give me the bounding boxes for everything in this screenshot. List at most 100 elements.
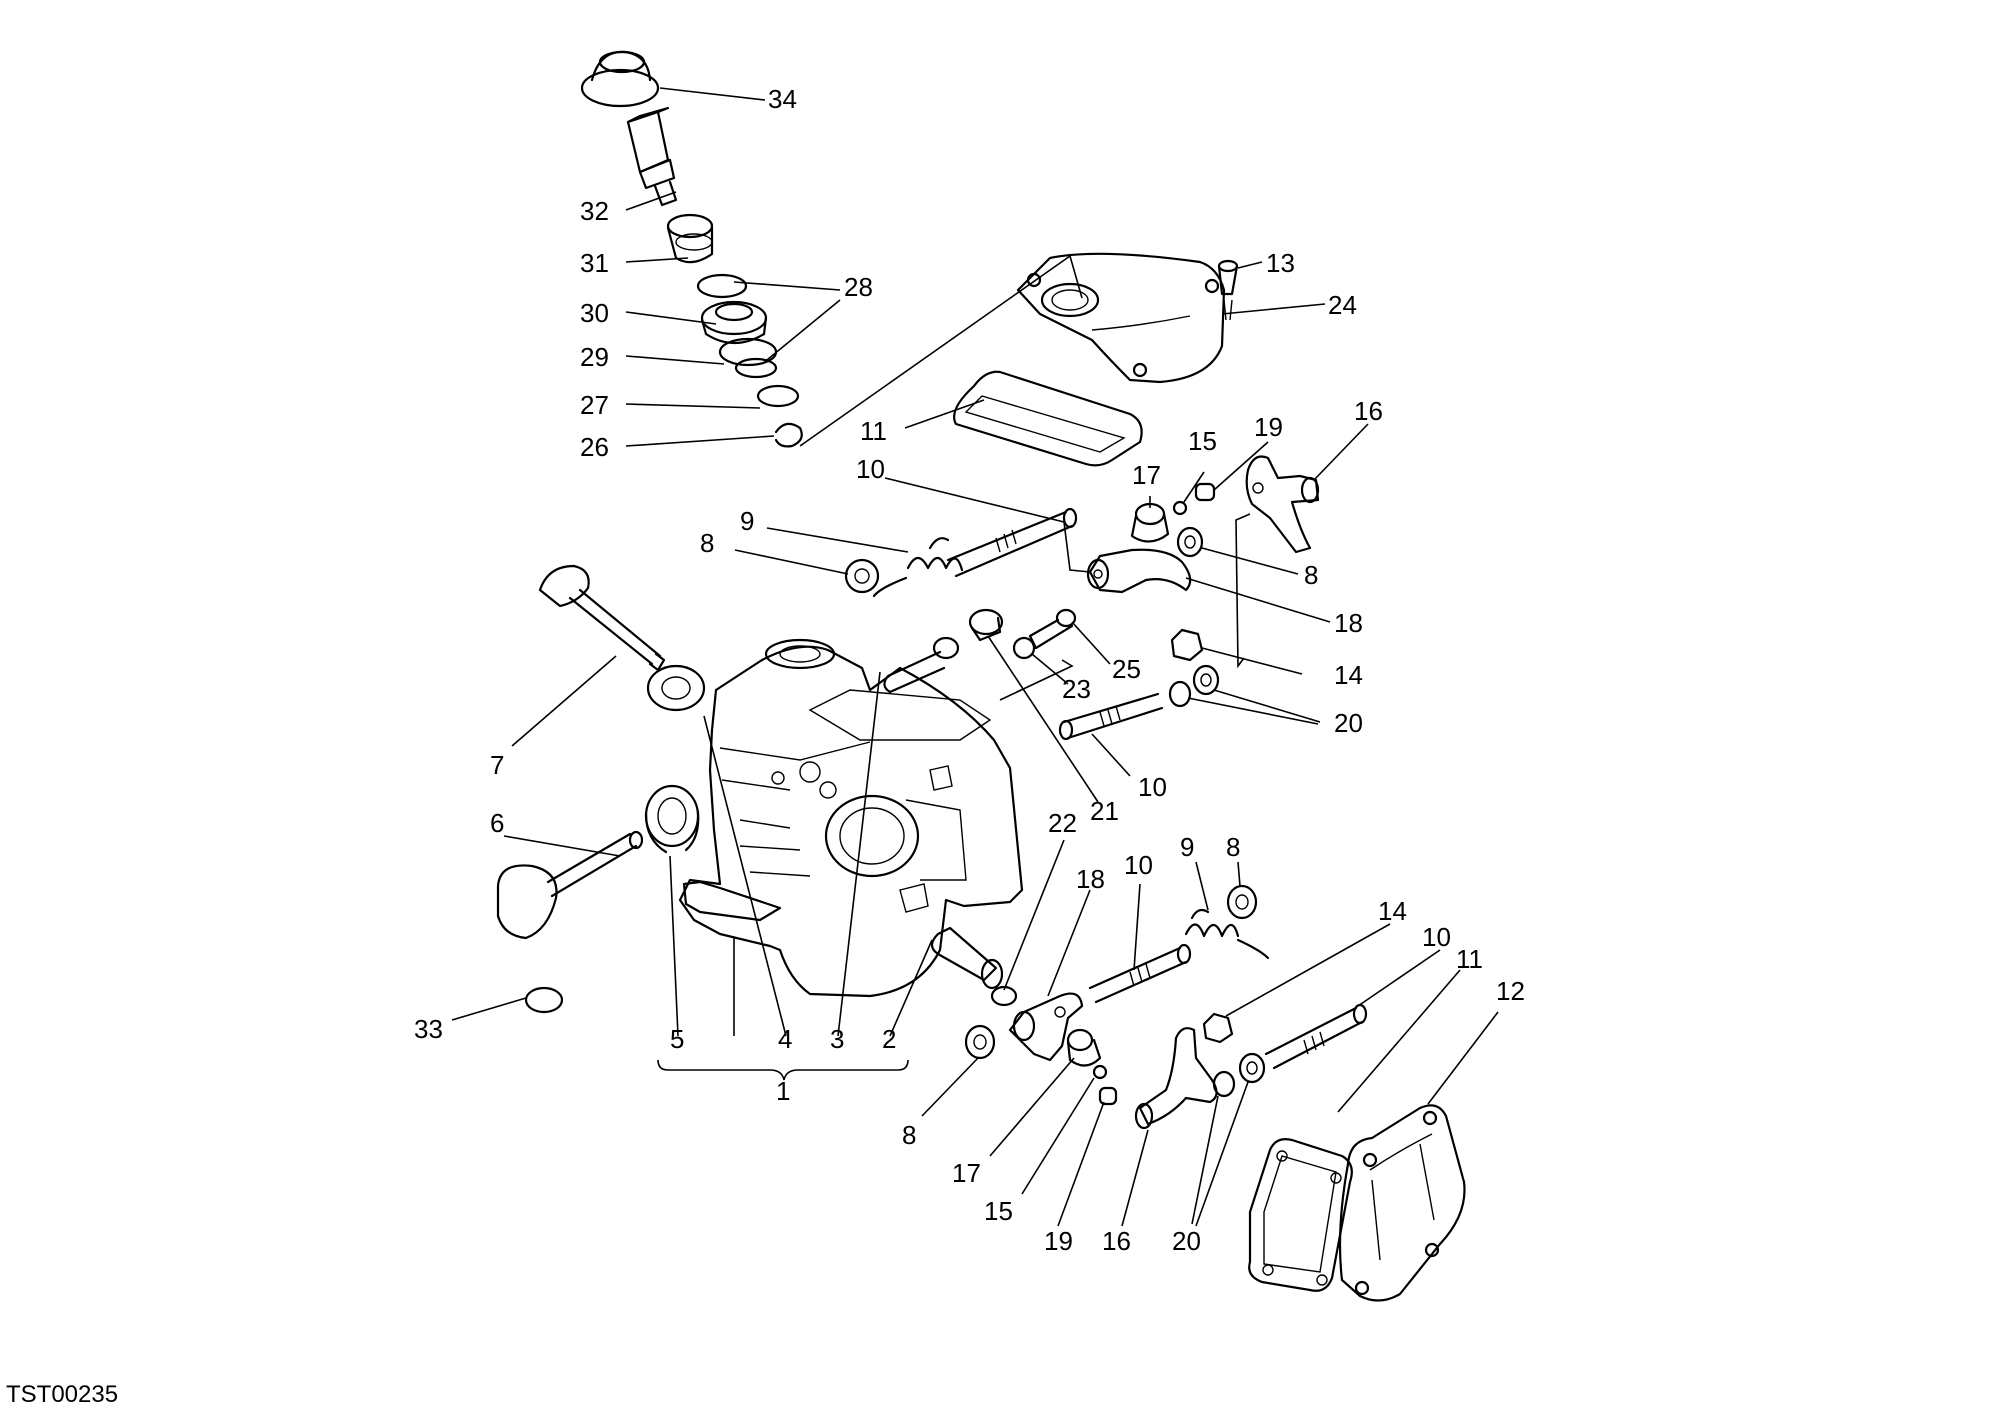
callout-33: 33 bbox=[414, 1014, 443, 1044]
callout-2: 2 bbox=[882, 1024, 896, 1054]
callout-9-lower: 9 bbox=[1180, 832, 1194, 862]
callout-30: 30 bbox=[580, 298, 609, 328]
part-9-spring-upper bbox=[872, 537, 964, 598]
callout-16-lower: 16 bbox=[1102, 1226, 1131, 1256]
part-16-rocker-upper bbox=[1245, 455, 1320, 554]
part-28-oring-lower bbox=[734, 357, 778, 379]
part-26-clip bbox=[774, 422, 803, 448]
callout-8-upper-right: 8 bbox=[1304, 560, 1318, 590]
callout-17-lower: 17 bbox=[952, 1158, 981, 1188]
part-34-cap bbox=[580, 50, 660, 108]
callout-8-upper-left: 8 bbox=[700, 528, 714, 558]
callout-18-lower: 18 bbox=[1076, 864, 1105, 894]
part-drawings bbox=[496, 50, 1466, 1302]
callout-27: 27 bbox=[580, 390, 609, 420]
callout-34: 34 bbox=[768, 84, 797, 114]
callout-16-upper: 16 bbox=[1354, 396, 1383, 426]
callout-22: 22 bbox=[1048, 808, 1077, 838]
callout-32: 32 bbox=[580, 196, 609, 226]
callout-7: 7 bbox=[490, 750, 504, 780]
callout-labels: 34 32 31 28 30 29 27 26 13 24 11 10 15 1… bbox=[414, 84, 1525, 1256]
part-20-washers-upper bbox=[1168, 664, 1220, 708]
part-19-pad-lower bbox=[1098, 1086, 1118, 1106]
part-10-shaft-upper bbox=[946, 507, 1078, 578]
callout-6: 6 bbox=[490, 808, 504, 838]
part-10-shaft-lower bbox=[1088, 943, 1192, 1004]
callout-3: 3 bbox=[830, 1024, 844, 1054]
part-18-rocker-lower bbox=[1008, 992, 1084, 1062]
callout-29: 29 bbox=[580, 342, 609, 372]
part-16-rocker-lower bbox=[1134, 1027, 1218, 1130]
part-12-lower-cover bbox=[1338, 1104, 1466, 1302]
callout-25: 25 bbox=[1112, 654, 1141, 684]
part-21-valve-guide bbox=[883, 608, 1004, 694]
part-8-washer-lower-left bbox=[964, 1024, 996, 1060]
part-17-bushing-lower bbox=[1066, 1028, 1102, 1067]
callout-10-middle: 10 bbox=[1138, 772, 1167, 802]
callout-4: 4 bbox=[778, 1024, 792, 1054]
callout-31: 31 bbox=[580, 248, 609, 278]
part-32-sensor bbox=[626, 106, 678, 207]
part-15-clip-upper bbox=[1172, 500, 1188, 516]
part-19-pad-upper bbox=[1194, 482, 1216, 502]
callout-28: 28 bbox=[844, 272, 873, 302]
part-10-shaft-lower-right bbox=[1264, 1003, 1368, 1070]
callout-17-upper: 17 bbox=[1132, 460, 1161, 490]
callout-8-lower-right: 8 bbox=[1226, 832, 1240, 862]
part-9-spring-lower bbox=[1184, 908, 1270, 960]
part-4-seal bbox=[646, 664, 706, 712]
callout-11-upper: 11 bbox=[860, 416, 887, 446]
part-18-rocker-upper bbox=[1086, 548, 1192, 594]
part-6-valve bbox=[496, 830, 644, 940]
callout-15-upper: 15 bbox=[1188, 426, 1217, 456]
part-15-clip-lower bbox=[1092, 1064, 1108, 1080]
part-30-adapter bbox=[700, 300, 768, 344]
part-24-upper-cover bbox=[1016, 252, 1226, 384]
callout-18-upper: 18 bbox=[1334, 608, 1363, 638]
callout-24: 24 bbox=[1328, 290, 1357, 320]
part-11-lower-gasket bbox=[1248, 1138, 1353, 1292]
callout-9-upper: 9 bbox=[740, 506, 754, 536]
part-8-washer-upper-left bbox=[844, 558, 880, 594]
part-10-shaft-middle bbox=[1058, 692, 1164, 741]
part-23-washer bbox=[1012, 636, 1036, 660]
part-33-plug bbox=[524, 986, 564, 1014]
callout-10-upper: 10 bbox=[856, 454, 885, 484]
part-8-washer-upper-right bbox=[1176, 526, 1204, 558]
callout-20-lower: 20 bbox=[1172, 1226, 1201, 1256]
part-31-fitting bbox=[666, 213, 714, 264]
callout-19-upper: 19 bbox=[1254, 412, 1283, 442]
callout-19-lower: 19 bbox=[1044, 1226, 1073, 1256]
drawing-code: TST00235 bbox=[6, 1381, 118, 1408]
part-14-nut-lower bbox=[1202, 1012, 1234, 1044]
callout-10-lower: 10 bbox=[1124, 850, 1153, 880]
part-25-screw bbox=[1028, 608, 1077, 650]
callout-11-lower: 11 bbox=[1456, 944, 1483, 974]
part-28-oring-upper bbox=[696, 273, 748, 299]
part-17-bushing-upper bbox=[1130, 502, 1170, 543]
callout-12: 12 bbox=[1496, 976, 1525, 1006]
part-14-nut-upper bbox=[1170, 628, 1204, 662]
callout-14-lower: 14 bbox=[1378, 896, 1407, 926]
callout-20-upper: 20 bbox=[1334, 708, 1363, 738]
part-27-washer bbox=[756, 384, 800, 408]
part-11-upper-gasket bbox=[953, 370, 1143, 467]
callout-5: 5 bbox=[670, 1024, 684, 1054]
callout-1: 1 bbox=[776, 1076, 790, 1106]
leader-lines bbox=[451, 87, 1499, 1227]
part-5-valve-seat bbox=[644, 784, 700, 854]
part-8-washer-lower-right bbox=[1226, 884, 1258, 920]
callout-13: 13 bbox=[1266, 248, 1295, 278]
callout-26: 26 bbox=[580, 432, 609, 462]
part-22-valve-guide-lower bbox=[930, 926, 1018, 1007]
callout-21: 21 bbox=[1090, 796, 1119, 826]
part-7-valve bbox=[538, 564, 666, 672]
callout-15-lower: 15 bbox=[984, 1196, 1013, 1226]
callout-14-upper: 14 bbox=[1334, 660, 1363, 690]
part-13-screw bbox=[1217, 259, 1239, 321]
part-1-cylinder-head bbox=[678, 638, 1024, 998]
part-20-washers-lower bbox=[1212, 1052, 1266, 1098]
callout-8-lower-left: 8 bbox=[902, 1120, 916, 1150]
part-29-ring bbox=[718, 337, 778, 367]
